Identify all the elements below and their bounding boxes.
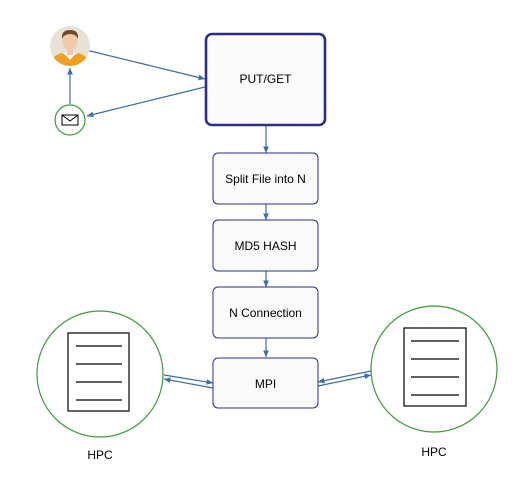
hpc-left-label: HPC [87, 448, 113, 462]
node-putget[interactable]: PUT/GET [204, 32, 327, 127]
hpc-right-label: HPC [421, 445, 447, 459]
edge-mpi-to-hpcleft [163, 377, 214, 389]
edge-mpi-to-hpcright [317, 373, 372, 387]
hpc-left-node[interactable] [36, 310, 164, 438]
node-nconn[interactable]: N Connection [212, 286, 319, 339]
node-md5[interactable]: MD5 HASH [212, 219, 319, 272]
hpc-right-node[interactable] [370, 305, 498, 433]
document-icon [403, 327, 467, 407]
edge-putget-to-mail [86, 86, 206, 118]
document-icon [67, 332, 130, 412]
edges [67, 49, 372, 389]
envelope-icon[interactable] [54, 104, 86, 136]
node-nconn-label: N Connection [229, 306, 302, 320]
node-mpi-label: MPI [255, 377, 276, 391]
node-mpi[interactable]: MPI [212, 357, 319, 409]
edge-hpcleft-to-mpi [163, 374, 214, 385]
edge-user-to-putget [85, 49, 206, 81]
edge-hpcright-to-mpi [317, 370, 372, 384]
node-split-label: Split File into N [225, 172, 306, 186]
node-split[interactable]: Split File into N [212, 152, 319, 205]
user-avatar-icon [50, 26, 90, 66]
node-md5-label: MD5 HASH [234, 239, 296, 253]
node-putget-label: PUT/GET [239, 72, 292, 86]
